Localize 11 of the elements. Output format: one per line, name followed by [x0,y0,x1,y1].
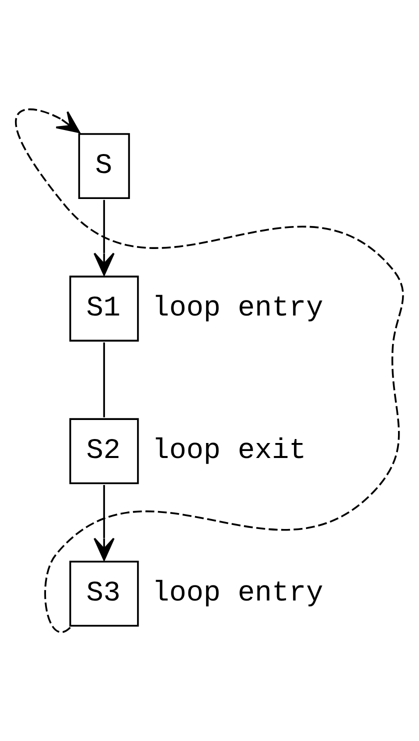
node-box: S3 [69,560,139,626]
node-label: loop entry [152,576,324,609]
node-box: S [78,132,130,199]
node-label: loop entry [152,290,324,324]
arrow [94,484,115,560]
connector [103,342,105,417]
arrow [16,108,404,632]
node-box: S1 [69,275,139,342]
arrow [94,199,115,276]
node-box: S2 [69,418,139,484]
node-label: loop exit [152,433,306,466]
